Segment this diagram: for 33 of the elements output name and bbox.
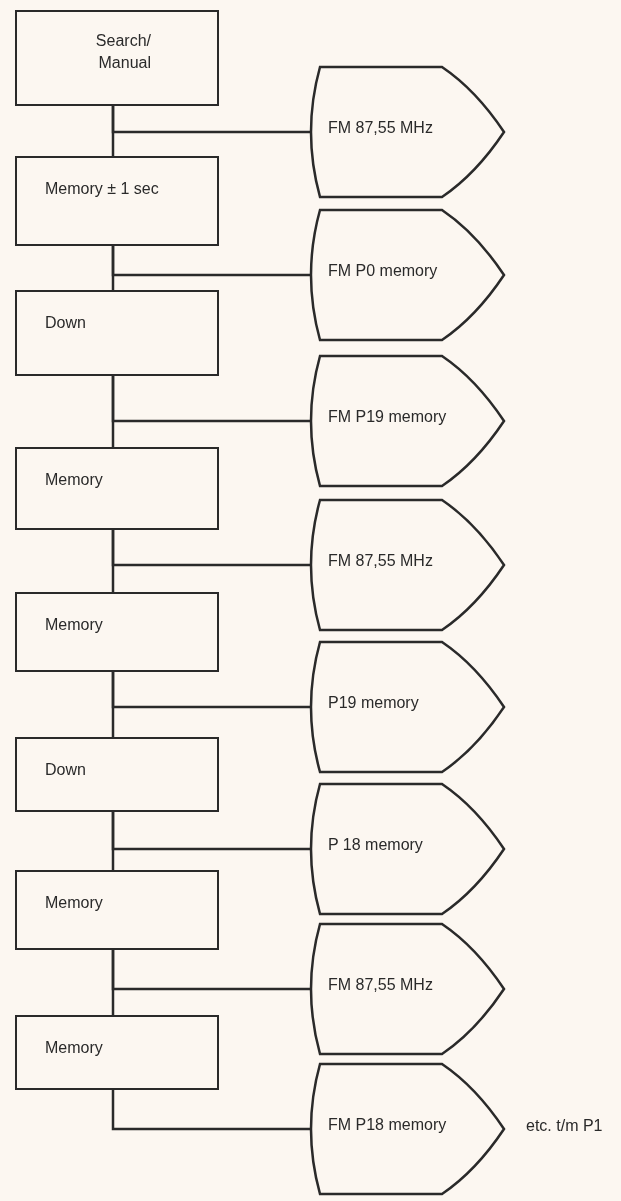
node-label: FM P18 memory — [328, 1115, 447, 1135]
step-box — [15, 156, 219, 246]
node-label: Memory — [45, 470, 103, 490]
note-text: etc. t/m P1 — [526, 1117, 603, 1135]
connector-line — [111, 950, 310, 991]
node-label: P 18 memory — [328, 835, 423, 855]
connector-line — [111, 246, 310, 277]
step-box — [15, 10, 219, 106]
node-label: FM 87,55 MHz — [328, 551, 433, 571]
node-label: FM P19 memory — [328, 407, 447, 427]
step-box — [15, 447, 219, 530]
node-label: Memory — [45, 615, 103, 635]
connector-line — [111, 376, 310, 423]
step-box — [15, 592, 219, 672]
node-label: Down — [45, 760, 86, 780]
node-label: FM P0 memory — [328, 261, 438, 281]
node-label: Memory — [45, 893, 103, 913]
connector-line — [111, 1090, 310, 1131]
node-label: Down — [45, 313, 86, 333]
step-box — [15, 290, 219, 376]
node-label: FM 87,55 MHz — [328, 118, 433, 138]
node-label: Memory ± 1 sec — [45, 179, 159, 199]
connector-line — [111, 106, 310, 134]
step-box — [15, 737, 219, 812]
node-label: Memory — [45, 1038, 103, 1058]
step-box — [15, 1015, 219, 1090]
connector-line — [111, 672, 310, 709]
connector-line — [111, 530, 310, 567]
node-label: FM 87,55 MHz — [328, 975, 433, 995]
node-label: P19 memory — [328, 693, 419, 713]
step-box — [15, 870, 219, 950]
node-label: Search/ Manual — [94, 31, 151, 74]
connector-line — [111, 812, 310, 851]
